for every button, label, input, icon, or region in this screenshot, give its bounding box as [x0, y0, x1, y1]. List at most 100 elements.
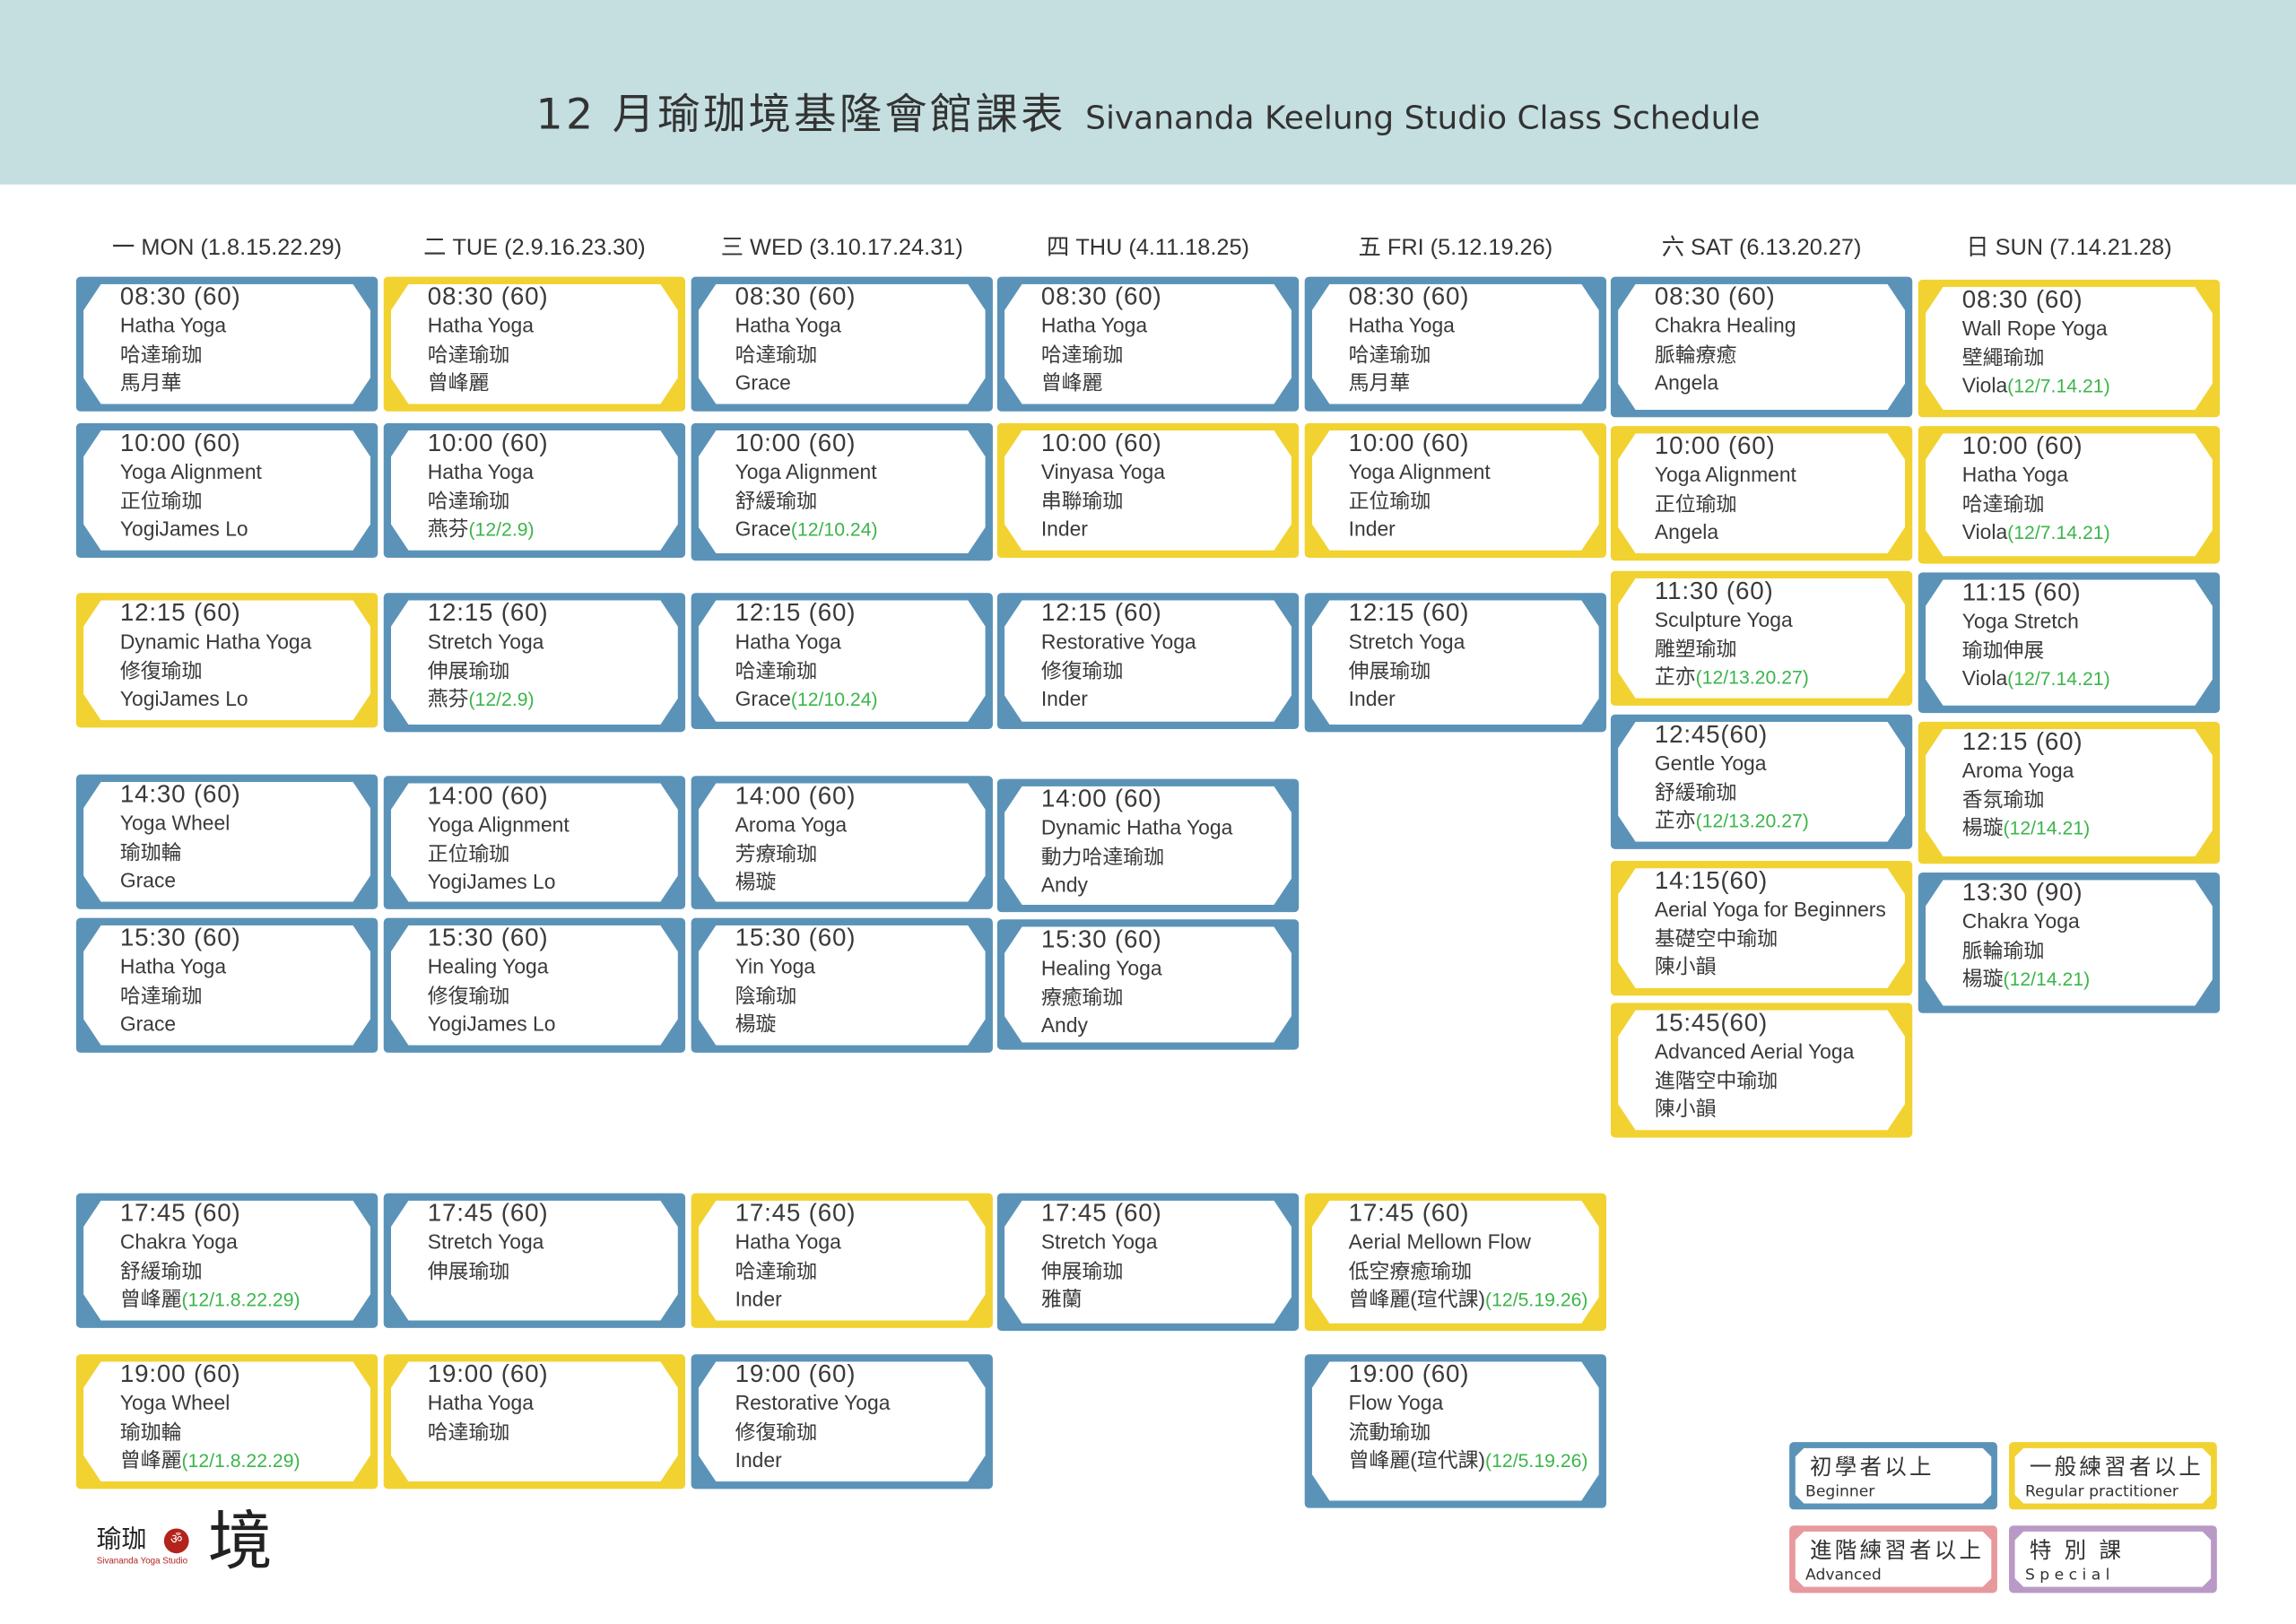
- class-teacher-line: 燕芬(12/2.9): [428, 516, 683, 544]
- class-time: 19:00 (60): [1348, 1359, 1470, 1388]
- class-card: 12:15 (60) Stretch Yoga 伸展瑜珈 燕芬(12/2.9): [383, 593, 686, 733]
- class-name-en: Hatha Yoga: [119, 313, 227, 337]
- class-card: 15:30 (60) Healing Yoga 療癒瑜珈 Andy: [996, 919, 1300, 1050]
- class-teacher: YogiJames Lo: [119, 517, 248, 541]
- legend-body: [2015, 1532, 2212, 1587]
- class-dates-note: (12/1.8.22.29): [181, 1449, 300, 1472]
- legend-label-en: Regular practitioner: [2024, 1482, 2179, 1501]
- class-info: 08:30 (60) Hatha Yoga 哈達瑜珈 曾峰麗: [428, 281, 683, 397]
- class-teacher: Angela: [1654, 370, 1719, 395]
- class-name-zh: 瑜珈輪: [119, 839, 182, 864]
- class-name-en: Hatha Yoga: [735, 313, 841, 337]
- class-name-en: Aerial Mellown Flow: [1348, 1229, 1531, 1254]
- card-body: [83, 782, 370, 902]
- class-teacher-line: Viola(12/7.14.21): [1962, 518, 2217, 547]
- class-name-en: Aroma Yoga: [1961, 758, 2074, 782]
- card-body: [699, 600, 986, 722]
- class-time: 10:00 (60): [1348, 429, 1470, 457]
- class-name-en: Stretch Yoga: [1040, 1229, 1158, 1254]
- class-dates-note: (12/13.20.27): [1695, 809, 1809, 832]
- class-card: 10:00 (60) Yoga Alignment 正位瑜珈 YogiJames…: [75, 422, 378, 559]
- class-teacher-line: Inder: [735, 1446, 990, 1475]
- page-title: 12 月瑜珈境基隆會館課表 Sivananda Keelung Studio C…: [0, 81, 2296, 143]
- class-name-zh: 舒緩瑜珈: [735, 488, 818, 512]
- class-teacher: 馬月華: [119, 370, 182, 395]
- class-card: 08:30 (60) Wall Rope Yoga 壁繩瑜珈 Viola(12/…: [1918, 279, 2221, 418]
- class-card: 10:00 (60) Hatha Yoga 哈達瑜珈 Viola(12/7.14…: [1918, 426, 2221, 564]
- class-name-en: Healing Yoga: [1040, 956, 1162, 980]
- class-card: 08:30 (60) Hatha Yoga 哈達瑜珈 馬月華: [75, 276, 378, 412]
- class-card: 17:45 (60) Stretch Yoga 伸展瑜珈 雅蘭: [996, 1193, 1300, 1332]
- class-time: 14:00 (60): [427, 781, 549, 810]
- class-dates-note: (12/2.9): [468, 517, 535, 541]
- class-card: 12:15 (60) Aroma Yoga 香氛瑜珈 楊璇(12/14.21): [1918, 721, 2221, 864]
- class-teacher-line: 楊璇: [735, 868, 990, 897]
- class-card: 12:15 (60) Hatha Yoga 哈達瑜珈 Grace(12/10.2…: [691, 593, 993, 730]
- class-name-zh: 舒緩瑜珈: [119, 1258, 203, 1282]
- class-time: 15:30 (60): [1040, 925, 1162, 953]
- card-body: [1312, 284, 1599, 404]
- class-info: 10:00 (60) Yoga Alignment 舒緩瑜珈 Grace(12/…: [735, 428, 990, 544]
- legend-label-zh: 進階練習者以上: [1809, 1537, 1985, 1564]
- class-name-zh: 哈達瑜珈: [427, 1419, 510, 1443]
- class-info: 14:30 (60) Yoga Wheel 瑜珈輪 Grace: [120, 779, 375, 896]
- class-teacher-line: Inder: [1041, 516, 1296, 544]
- class-name-en: Yoga Alignment: [1654, 462, 1796, 487]
- card-body: [699, 430, 986, 553]
- class-teacher-line: 曾峰麗(瑄代課)(12/5.19.26): [1349, 1446, 1604, 1475]
- class-name-zh: 哈達瑜珈: [735, 1258, 818, 1282]
- class-time: 15:30 (60): [119, 924, 241, 952]
- class-info: 15:30 (60) Hatha Yoga 哈達瑜珈 Grace: [120, 923, 375, 1039]
- class-card: 13:30 (90) Chakra Yoga 脈輪瑜珈 楊璇(12/14.21): [1918, 873, 2221, 1013]
- legend-body: [1796, 1532, 1992, 1587]
- class-info: 08:30 (60) Chakra Healing 脈輪療癒 Angela: [1655, 281, 1909, 397]
- class-time: 08:30 (60): [1654, 282, 1776, 311]
- class-teacher-line: 雅蘭: [1041, 1285, 1296, 1314]
- class-time: 12:15 (60): [735, 598, 857, 627]
- class-card: 19:00 (60) Yoga Wheel 瑜珈輪 曾峰麗(12/1.8.22.…: [75, 1354, 378, 1489]
- class-time: 14:30 (60): [119, 780, 241, 809]
- class-name-en: Yoga Wheel: [119, 1391, 230, 1415]
- card-body: [1004, 600, 1292, 722]
- class-info: 14:00 (60) Yoga Alignment 正位瑜珈 YogiJames…: [428, 780, 683, 897]
- class-teacher: 曾峰麗: [119, 1447, 182, 1472]
- class-info: 14:00 (60) Aroma Yoga 芳療瑜珈 楊璇: [735, 780, 990, 897]
- class-card: 17:45 (60) Hatha Yoga 哈達瑜珈 Inder: [691, 1193, 993, 1328]
- class-teacher: YogiJames Lo: [427, 869, 556, 893]
- day-header: 四 THU (4.11.18.25): [1047, 235, 1249, 261]
- legend-label-zh: 初學者以上: [1809, 1454, 1935, 1481]
- class-info: 08:30 (60) Wall Rope Yoga 壁繩瑜珈 Viola(12/…: [1962, 284, 2217, 401]
- class-name-zh: 修復瑜珈: [735, 1419, 818, 1443]
- class-teacher: 曾峰麗(瑄代課): [1348, 1287, 1486, 1311]
- class-dates-note: (12/7.14.21): [2007, 667, 2110, 690]
- class-card: 12:45(60) Gentle Yoga 舒緩瑜珈 芷亦(12/13.20.2…: [1610, 714, 1913, 849]
- legend-item-beginner: 初學者以上 Beginner: [1789, 1442, 1997, 1510]
- card-body: [1004, 926, 1292, 1042]
- class-name-en: Hatha Yoga: [119, 954, 227, 978]
- class-teacher-line: Angela: [1655, 518, 1909, 547]
- class-card: 17:45 (60) Aerial Mellown Flow 低空療癒瑜珈 曾峰…: [1304, 1193, 1607, 1332]
- class-info: 19:00 (60) Hatha Yoga 哈達瑜珈: [428, 1359, 683, 1446]
- class-teacher: Inder: [1040, 517, 1088, 541]
- class-teacher: 曾峰麗: [119, 1287, 182, 1311]
- class-name-en: Yoga Alignment: [735, 459, 877, 483]
- class-name-en: Hatha Yoga: [1348, 313, 1455, 337]
- class-teacher: 燕芬: [427, 517, 469, 541]
- class-name-zh: 舒緩瑜珈: [1654, 779, 1737, 803]
- logo-subtitle: Sivananda Yoga Studio: [96, 1558, 188, 1567]
- class-time: 12:45(60): [1654, 720, 1769, 749]
- class-info: 12:45(60) Gentle Yoga 舒緩瑜珈 芷亦(12/13.20.2…: [1655, 719, 1909, 836]
- card-body: [391, 284, 678, 404]
- class-card: 12:15 (60) Restorative Yoga 修復瑜珈 Inder: [996, 593, 1300, 730]
- class-time: 17:45 (60): [1348, 1199, 1470, 1228]
- class-name-en: Yoga Alignment: [119, 459, 262, 483]
- card-body: [1312, 430, 1599, 551]
- class-teacher: Inder: [1348, 686, 1396, 710]
- class-teacher: Viola: [1961, 519, 2008, 543]
- class-teacher: Grace: [735, 370, 791, 395]
- class-time: 19:00 (60): [427, 1359, 549, 1388]
- class-card: 14:30 (60) Yoga Wheel 瑜珈輪 Grace: [75, 774, 378, 909]
- class-card: 08:30 (60) Hatha Yoga 哈達瑜珈 馬月華: [1304, 276, 1607, 412]
- class-teacher-line: Grace: [120, 1011, 375, 1039]
- class-teacher-line: 陳小韻: [1655, 1095, 1909, 1124]
